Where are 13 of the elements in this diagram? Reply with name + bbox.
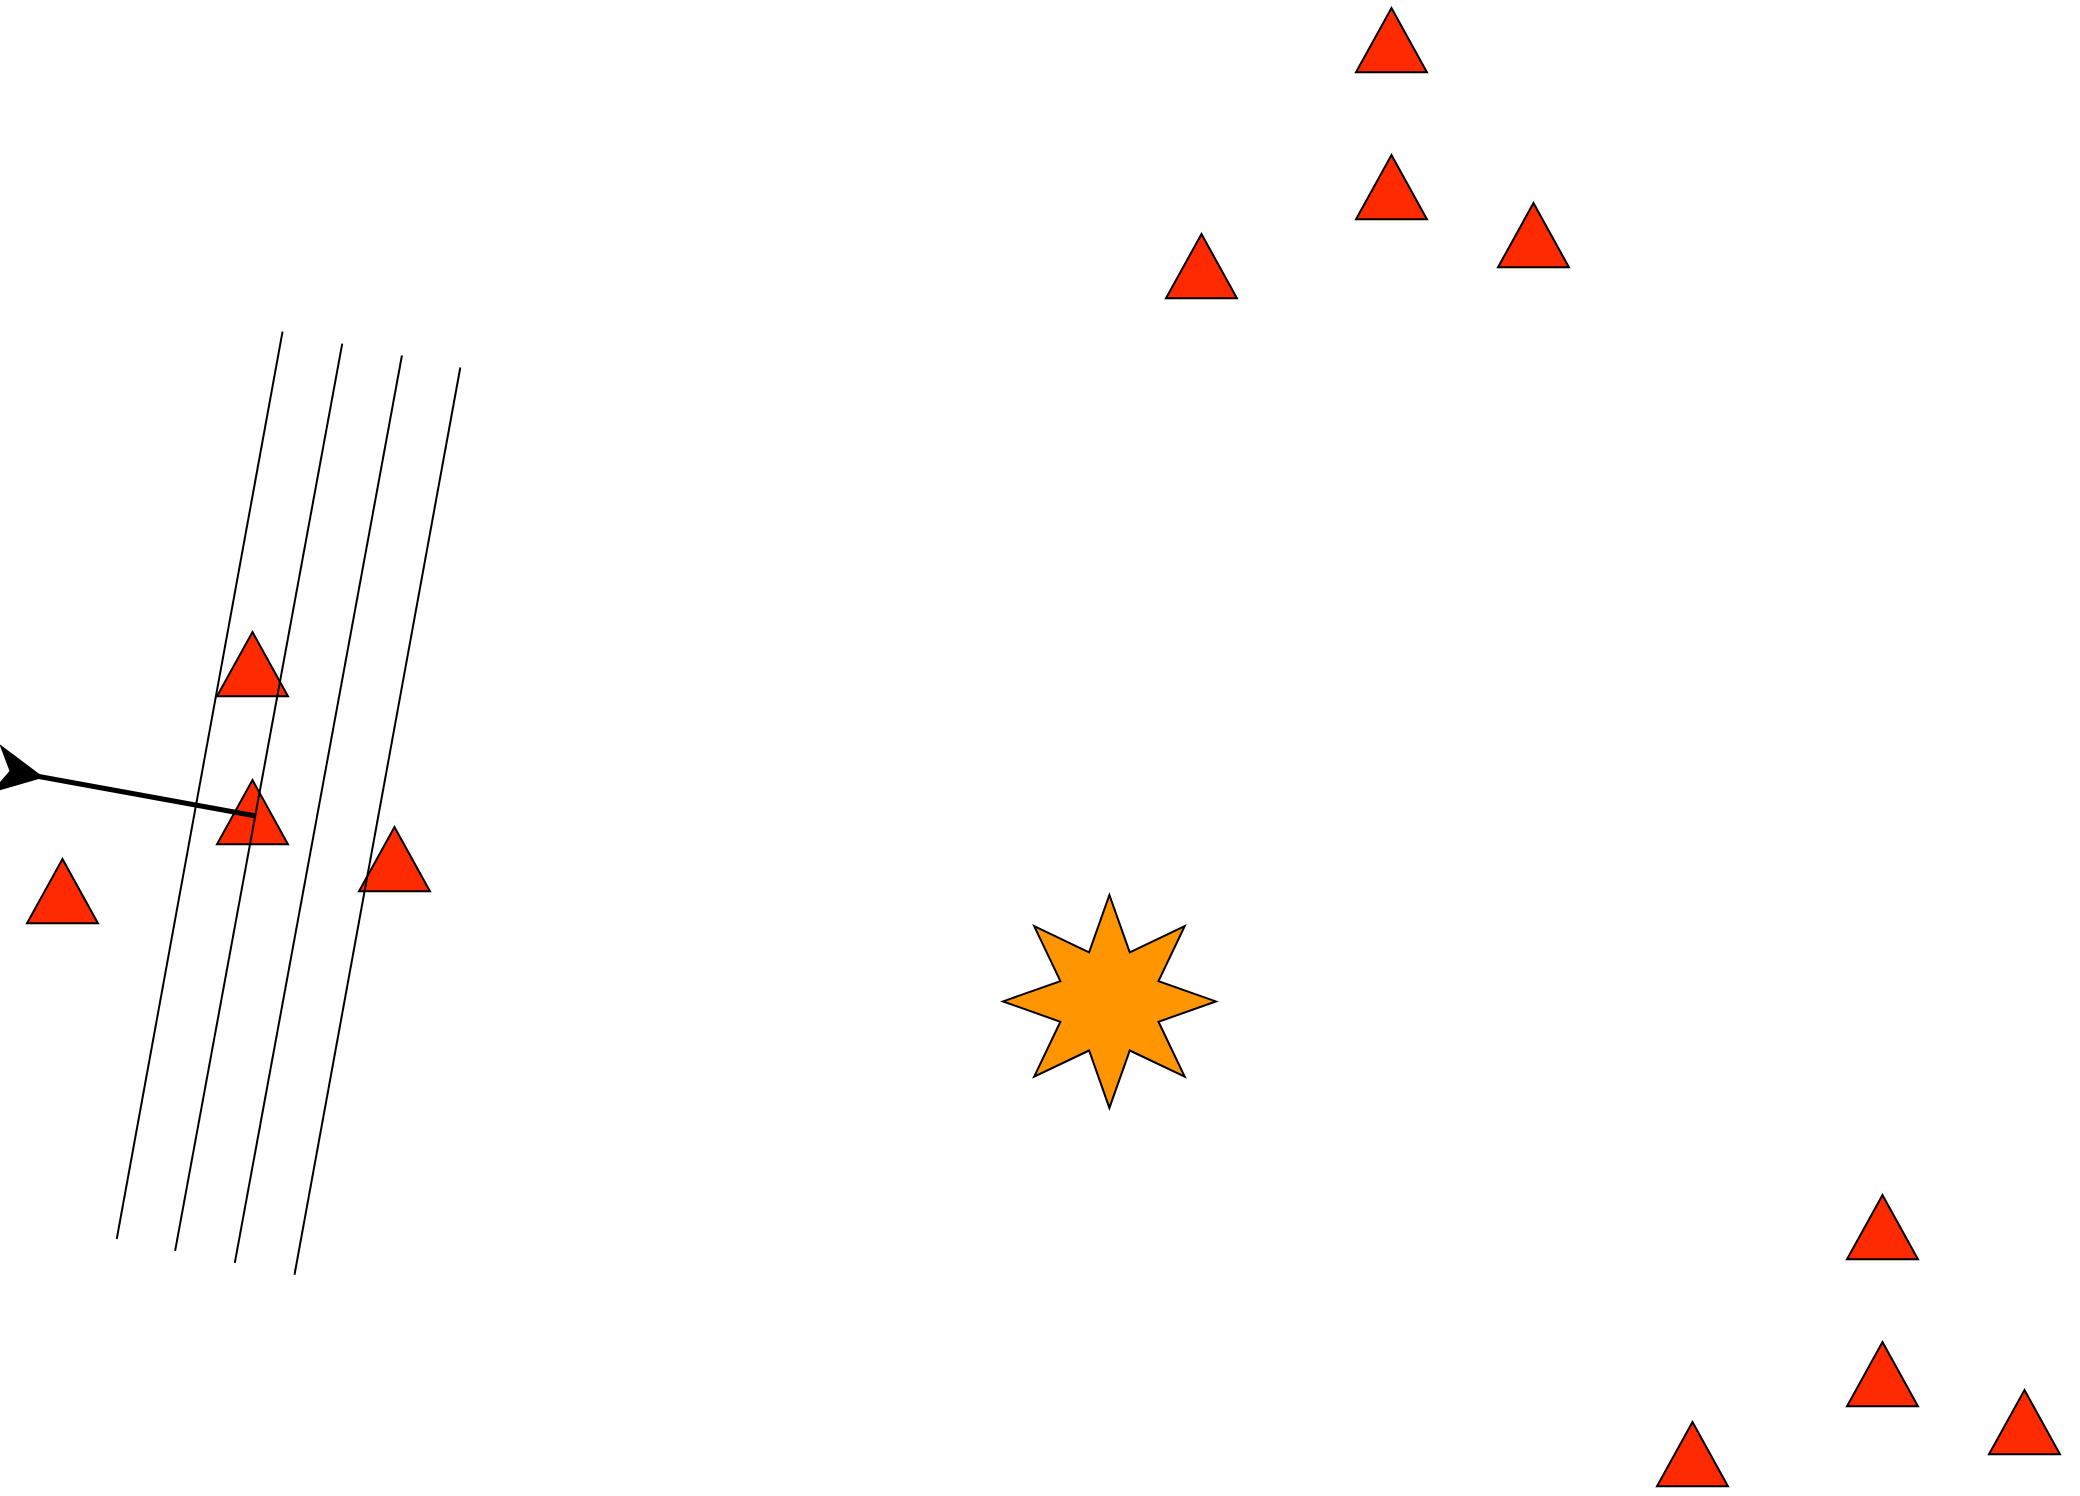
triangle-marker bbox=[215, 631, 289, 698]
triangle-marker bbox=[1165, 233, 1239, 300]
triangle-marker bbox=[1355, 153, 1428, 221]
explosion-star bbox=[1001, 894, 1217, 1109]
triangle-marker bbox=[1845, 1341, 1919, 1408]
triangle-marker bbox=[1656, 1420, 1730, 1487]
triangle-marker bbox=[215, 778, 289, 845]
triangle-marker bbox=[25, 858, 99, 925]
triangle-marker bbox=[1845, 1193, 1919, 1261]
triangle-marker bbox=[1355, 6, 1428, 73]
triangle-marker bbox=[1497, 201, 1570, 268]
triangle-marker bbox=[1987, 1388, 2061, 1456]
triangle-marker bbox=[357, 826, 431, 893]
